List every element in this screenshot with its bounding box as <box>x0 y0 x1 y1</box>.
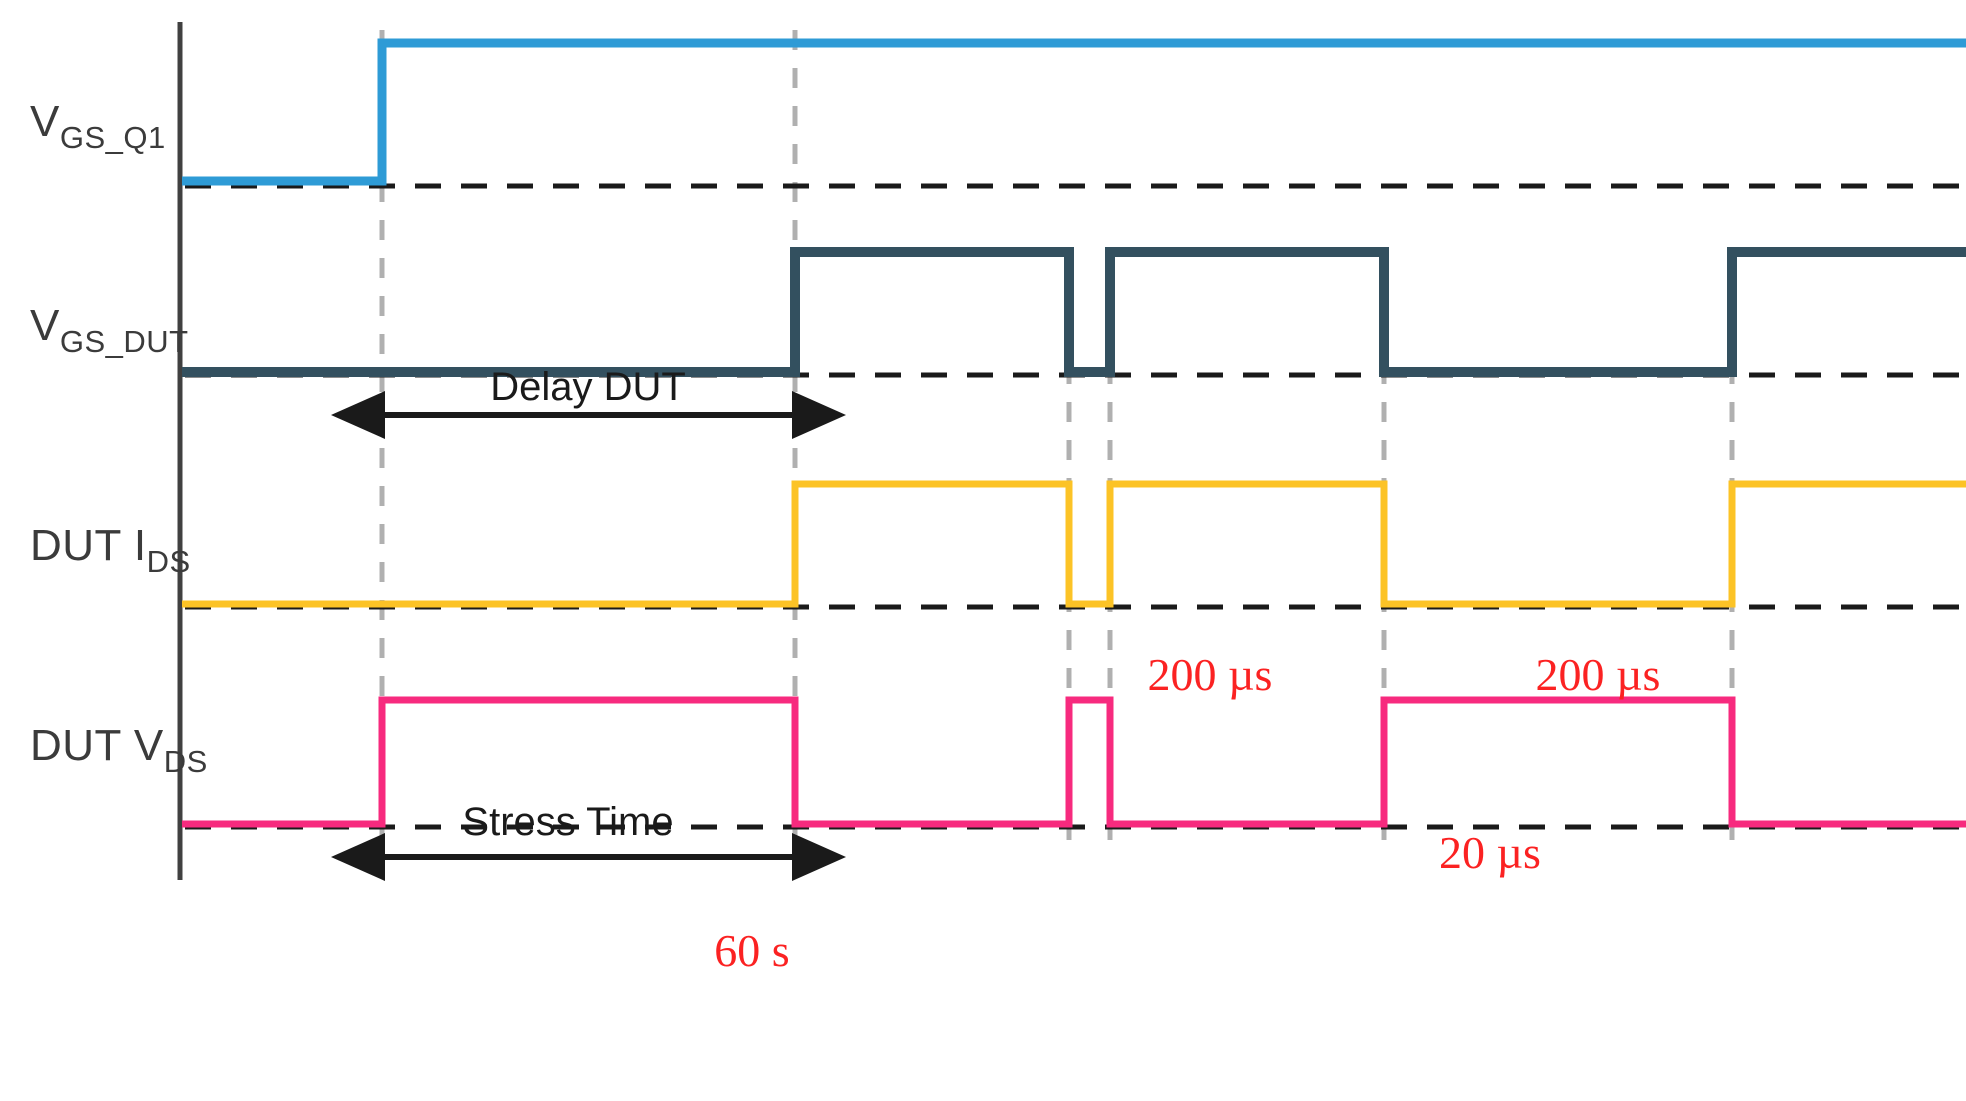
signal-label-vgs-dut-sub: GS_DUT <box>60 324 189 359</box>
signal-label-dut-ids-sub: DS <box>147 544 191 579</box>
signal-label-vgs-q1-sub: GS_Q1 <box>60 120 166 155</box>
waveform-vgs-dut <box>182 247 1966 377</box>
signal-label-vgs-q1: VGS_Q1 <box>30 97 166 155</box>
delay-dut-annotation: Delay DUT <box>331 365 846 439</box>
short-pulse-label: 20 µs <box>1439 827 1541 878</box>
guide-lines-group <box>379 30 1735 850</box>
stress-time-annotation: Stress Time <box>331 800 846 881</box>
waveform-vgs-q1 <box>182 38 1966 186</box>
signal-label-vgs-q1-main: V <box>30 97 60 146</box>
pulse-width-2-label: 200 µs <box>1536 649 1661 700</box>
waveform-dut-ids <box>182 480 1966 608</box>
signal-label-dut-vds-main: DUT V <box>30 721 164 770</box>
stress-time-label: Stress Time <box>462 800 673 844</box>
signal-label-dut-ids-main: DUT I <box>30 521 147 570</box>
signal-label-dut-ids: DUT IDS <box>30 521 191 579</box>
waveform-dut-vds <box>182 696 1966 828</box>
pulse-width-1-label: 200 µs <box>1148 649 1273 700</box>
delay-dut-label: Delay DUT <box>490 365 686 409</box>
signal-label-vgs-dut-main: V <box>30 301 60 350</box>
stress-duration-label: 60 s <box>714 925 789 976</box>
signal-label-dut-vds-sub: DS <box>164 744 208 779</box>
zero-baselines-group <box>185 183 1966 830</box>
signal-label-vgs-dut: VGS_DUT <box>30 301 189 359</box>
signal-label-dut-vds: DUT VDS <box>30 721 208 779</box>
